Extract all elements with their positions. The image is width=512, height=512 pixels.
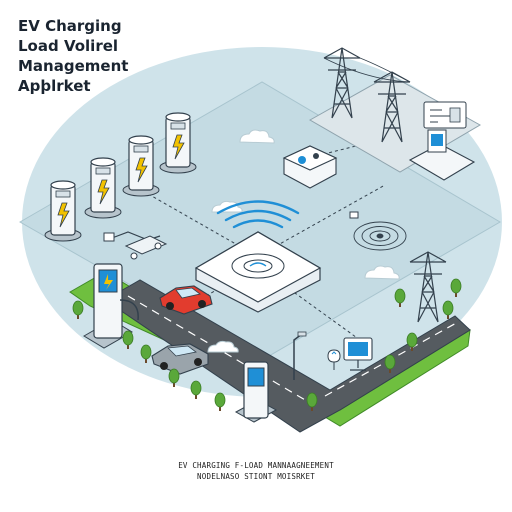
load-management-hub-icon [194, 231, 322, 313]
signal-rings-icon [353, 221, 407, 251]
router-icon [282, 145, 338, 189]
wifi-signal-icon [216, 200, 300, 229]
control-panel-icon [408, 101, 476, 181]
car-icon [159, 285, 213, 315]
title-line-4: Apþlrket [18, 77, 91, 95]
caption-line-2: NODELNASO STIONT MOISRKET [197, 472, 315, 481]
cloud-icon [207, 129, 400, 353]
caption: EV CHARGING F-LOAD MANNAAGNEEMENT NODELN… [0, 460, 512, 482]
monitor-icon [343, 337, 373, 371]
title-line-1: EV Charging [18, 17, 122, 35]
street-lamp-icon [293, 331, 307, 380]
caption-line-1: EV CHARGING F-LOAD MANNAAGNEEMENT [178, 461, 334, 470]
location-pin-icon [327, 349, 341, 370]
sensor-node [349, 211, 359, 219]
plug-icon [103, 231, 168, 260]
car-icon [151, 343, 209, 375]
page-title: EV Charging Load Volirel Management Apþl… [18, 16, 128, 96]
title-line-2: Load Volirel [18, 37, 119, 55]
charging-station-icon [234, 361, 278, 423]
title-line-3: Management [18, 57, 129, 75]
charging-station-icon [83, 263, 139, 349]
